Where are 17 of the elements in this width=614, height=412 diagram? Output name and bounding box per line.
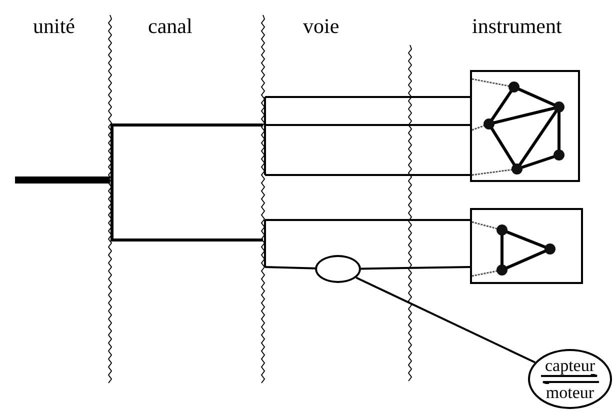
column-heading: canal [148,14,192,39]
instrument-box [470,208,583,284]
instrument-box [470,70,580,182]
connector-line [360,266,470,270]
connector-line [265,219,470,221]
column-heading: voie [303,14,340,39]
connector-line [264,266,316,270]
sensor-ellipse [315,255,361,283]
connector-line [265,124,470,126]
connector-line [265,96,470,98]
connector-line [356,276,536,364]
column-heading: instrument [472,14,562,39]
node-label: moteur [546,384,594,401]
node-label: capteur [544,357,596,374]
column-heading: unité [33,14,75,39]
actuator-ellipse [528,349,612,409]
connector-line [265,174,470,176]
